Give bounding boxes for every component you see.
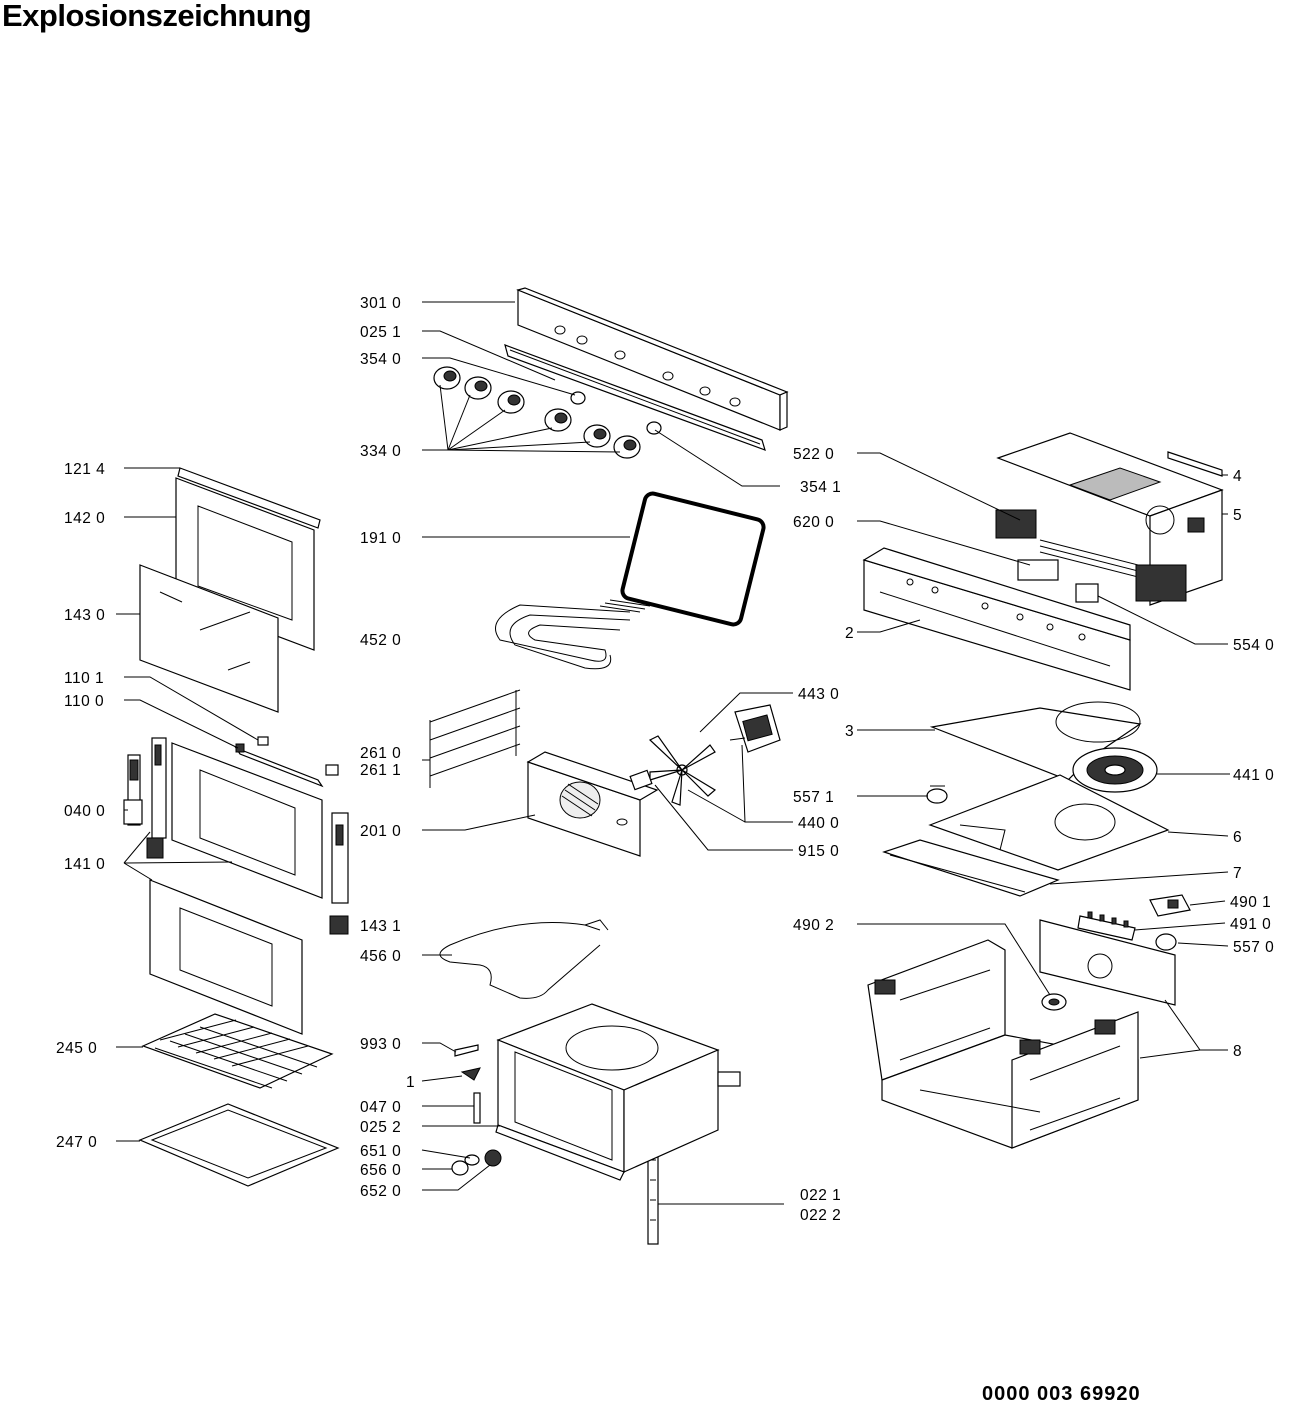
part-label: 047 0 xyxy=(360,1099,401,1116)
part-label: 490 2 xyxy=(793,917,834,934)
part-label: 7 xyxy=(1233,865,1242,882)
hinge-parts xyxy=(234,736,339,788)
cooling-fan xyxy=(1072,747,1158,793)
part-label: 557 0 xyxy=(1233,939,1274,956)
panel-rail xyxy=(504,344,766,451)
part-label: 040 0 xyxy=(64,803,105,820)
part-label: 656 0 xyxy=(360,1162,401,1179)
part-label: 245 0 xyxy=(56,1040,97,1057)
part-label: 554 0 xyxy=(1233,637,1274,654)
door-glass xyxy=(139,564,279,713)
part-label: 1 xyxy=(406,1074,415,1091)
top-cover-assembly xyxy=(995,432,1224,606)
part-label: 301 0 xyxy=(360,295,401,312)
part-label: 110 0 xyxy=(64,693,104,710)
fan-motor xyxy=(629,704,781,806)
part-label: 557 1 xyxy=(793,789,834,806)
part-label: 651 0 xyxy=(360,1143,401,1160)
fan-cover xyxy=(526,751,659,857)
part-label: 025 1 xyxy=(360,324,401,341)
part-label: 993 0 xyxy=(360,1036,401,1053)
bottom-heating-element xyxy=(439,919,609,999)
wire-shelf xyxy=(141,1013,334,1089)
door-clip xyxy=(329,915,349,935)
part-label: 191 0 xyxy=(360,530,401,547)
base-plate xyxy=(882,839,1060,897)
terminal-parts xyxy=(1041,894,1191,1011)
part-label: 3 xyxy=(845,723,854,740)
control-knobs xyxy=(433,366,641,459)
oven-cavity xyxy=(495,1003,741,1181)
part-label: 261 0 xyxy=(360,745,401,762)
part-label: 110 1 xyxy=(64,670,104,687)
part-label: 121 4 xyxy=(64,461,105,478)
part-label: 652 0 xyxy=(360,1183,401,1200)
document-number: 0000 003 69920 xyxy=(982,1383,1141,1405)
part-label: 620 0 xyxy=(793,514,834,531)
oven-lamp xyxy=(451,1149,502,1176)
thermostat-upper xyxy=(926,785,948,804)
part-label: 2 xyxy=(845,625,854,642)
top-plate xyxy=(929,701,1142,781)
page-title: Explosionszeichnung xyxy=(2,0,312,33)
part-label: 5 xyxy=(1233,507,1242,524)
door-top-profile xyxy=(177,467,321,529)
part-label: 441 0 xyxy=(1233,767,1274,784)
part-label: 490 1 xyxy=(1230,894,1271,911)
outer-housing xyxy=(867,919,1176,1149)
part-label: 201 0 xyxy=(360,823,401,840)
part-label: 354 1 xyxy=(800,479,841,496)
part-label: 247 0 xyxy=(56,1134,97,1151)
part-label: 354 0 xyxy=(360,351,401,368)
part-label: 4 xyxy=(1233,468,1242,485)
part-label: 143 1 xyxy=(360,918,401,935)
part-label: 143 0 xyxy=(64,607,105,624)
part-label: 443 0 xyxy=(798,686,839,703)
part-label: 6 xyxy=(1233,829,1242,846)
baking-tray xyxy=(138,1103,340,1187)
part-label: 915 0 xyxy=(798,843,839,860)
insulation-plate xyxy=(928,774,1170,871)
lower-door-panel xyxy=(149,879,303,1035)
part-label: 141 0 xyxy=(64,856,105,873)
inner-door xyxy=(146,737,349,904)
part-label: 452 0 xyxy=(360,632,401,649)
part-label: 491 0 xyxy=(1230,916,1271,933)
part-label: 334 0 xyxy=(360,443,401,460)
part-label: 025 2 xyxy=(360,1119,401,1136)
part-label: 8 xyxy=(1233,1043,1242,1060)
part-label: 022 1 xyxy=(800,1187,841,1204)
part-label: 261 1 xyxy=(360,762,401,779)
small-fasteners xyxy=(454,1044,481,1124)
side-rack xyxy=(429,689,521,788)
door-hinge xyxy=(123,754,143,826)
leader-lines xyxy=(116,301,1230,1205)
part-labels: 301 0 025 1 354 0 334 0 354 1 121 4 142 … xyxy=(56,295,1274,1224)
part-label: 440 0 xyxy=(798,815,839,832)
side-strip xyxy=(647,1147,659,1245)
part-label: 022 2 xyxy=(800,1207,841,1224)
control-panel-front xyxy=(516,287,789,431)
door-seal xyxy=(620,491,766,627)
part-label: 456 0 xyxy=(360,948,401,965)
top-heating-element xyxy=(495,599,651,670)
part-label: 142 0 xyxy=(64,510,105,527)
control-panel-frame xyxy=(862,547,1131,691)
part-label: 522 0 xyxy=(793,446,834,463)
